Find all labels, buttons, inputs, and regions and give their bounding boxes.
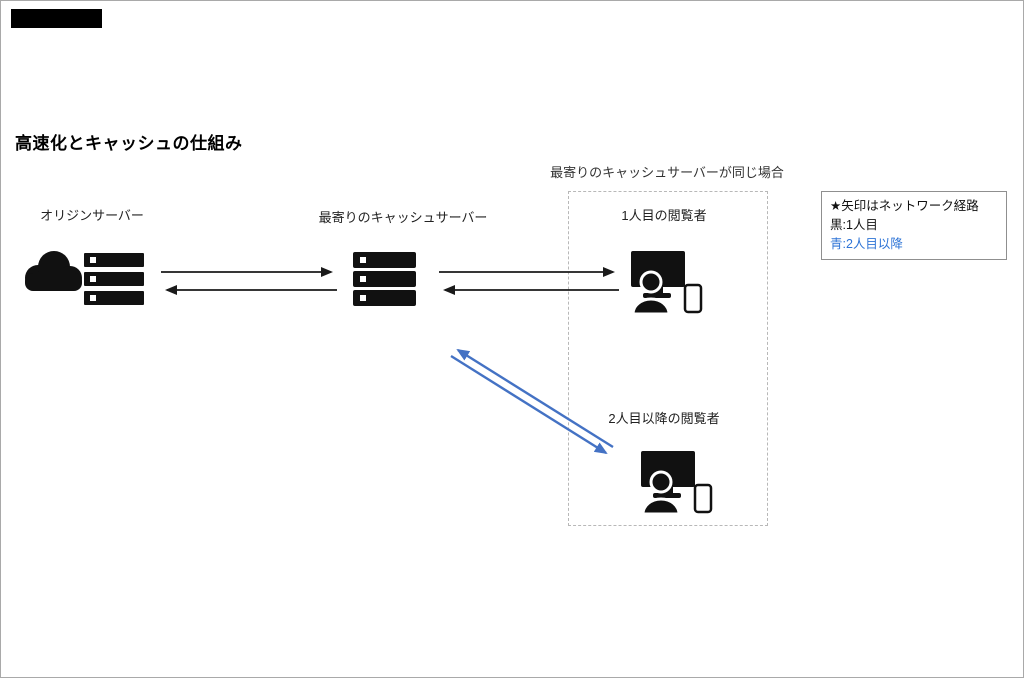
top-left-black-bar (11, 9, 102, 28)
same-cache-group-box (568, 191, 768, 526)
group-box-label: 最寄りのキャッシュサーバーが同じ場合 (550, 165, 784, 180)
legend-line-black-first-viewer: 黒:1人目 (830, 217, 878, 232)
origin-server-label: オリジンサーバー (40, 208, 144, 223)
legend-line-blue-second-viewer: 青:2人目以降 (830, 236, 903, 251)
viewer1-label: 1人目の閲覧者 (621, 208, 707, 223)
arrows-cache-viewer1 (439, 267, 619, 295)
arrows-cache-viewer2-blue (450, 348, 614, 455)
page-title: 高速化とキャッシュの仕組み (15, 134, 243, 153)
legend-line-network-route: ★矢印はネットワーク経路 (830, 199, 979, 213)
viewer1-icon (631, 251, 703, 316)
arrows-origin-cache (161, 267, 337, 295)
viewer2-icon (641, 451, 713, 516)
cache-server-label: 最寄りのキャッシュサーバー (318, 210, 488, 225)
origin-server-icon (25, 251, 146, 307)
viewer2-label: 2人目以降の閲覧者 (608, 411, 720, 426)
cache-server-icon (353, 252, 416, 306)
legend-box: ★矢印はネットワーク経路 黒:1人目 青:2人目以降 (821, 191, 1007, 261)
